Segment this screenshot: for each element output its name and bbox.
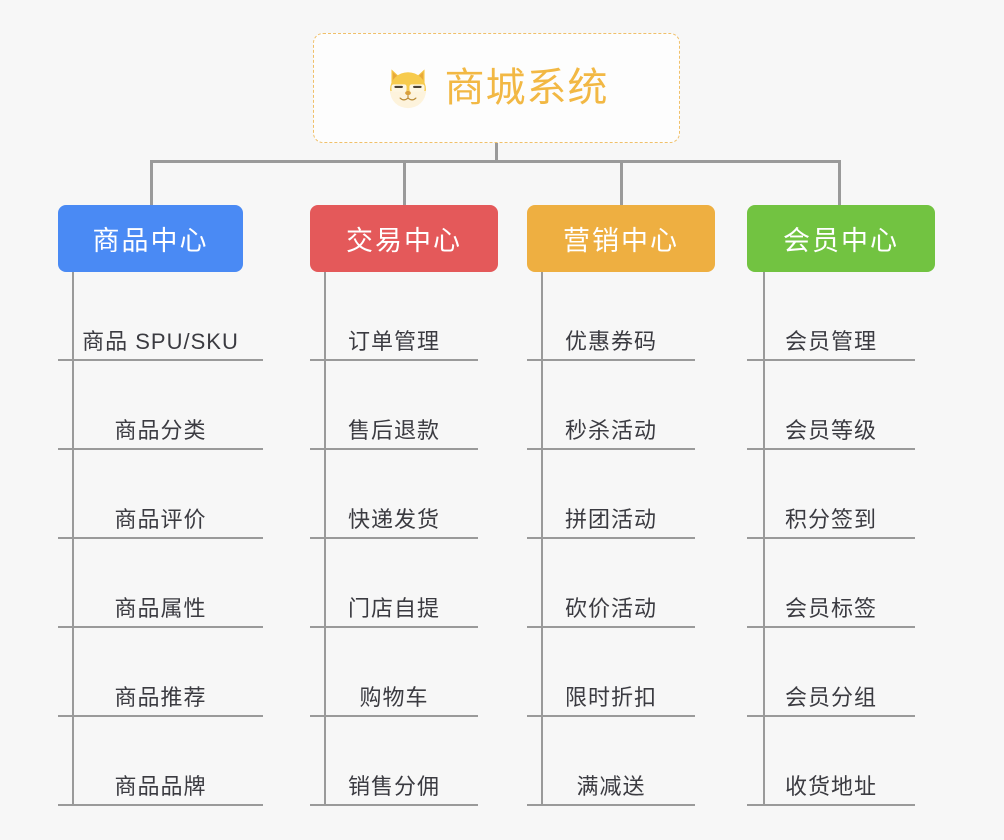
leaf-label: 会员标签	[784, 595, 877, 621]
leaf-item[interactable]: 门店自提	[310, 539, 478, 628]
leaf-item[interactable]: 商品品牌	[58, 717, 263, 806]
leaf-item[interactable]: 会员等级	[747, 361, 915, 450]
leaf-label: 会员分组	[784, 684, 877, 710]
leaf-label: 秒杀活动	[564, 417, 657, 443]
leaf-item[interactable]: 商品分类	[58, 361, 263, 450]
leaf-label: 商品分类	[114, 417, 207, 443]
leaf-item[interactable]: 售后退款	[310, 361, 478, 450]
leaf-label: 限时折扣	[564, 684, 657, 710]
drop-connector-3	[620, 160, 623, 205]
drop-connector-4	[838, 160, 841, 205]
leaf-item[interactable]: 销售分佣	[310, 717, 478, 806]
drop-connector-1	[150, 160, 153, 205]
leaf-label: 商品品牌	[114, 773, 207, 799]
leaf-item[interactable]: 会员分组	[747, 628, 915, 717]
branch-header-4[interactable]: 会员中心	[747, 205, 935, 272]
leaf-item[interactable]: 会员标签	[747, 539, 915, 628]
leaf-label: 收货地址	[784, 773, 877, 799]
branch-header-3[interactable]: 营销中心	[527, 205, 715, 272]
root-node[interactable]: 商城系统	[313, 33, 680, 143]
leaf-label: 拼团活动	[564, 506, 657, 532]
leaf-item[interactable]: 秒杀活动	[527, 361, 695, 450]
branch-header-label: 交易中心	[346, 226, 462, 256]
leaf-item[interactable]: 收货地址	[747, 717, 915, 806]
branch-stem-1	[72, 272, 74, 806]
leaf-item[interactable]: 优惠券码	[527, 272, 695, 361]
leaf-item[interactable]: 购物车	[310, 628, 478, 717]
leaf-label: 满减送	[576, 773, 646, 799]
shiba-dog-face-icon	[389, 69, 426, 109]
branch-header-1[interactable]: 商品中心	[58, 205, 243, 272]
leaf-item[interactable]: 限时折扣	[527, 628, 695, 717]
drop-connector-2	[403, 160, 406, 205]
leaf-item[interactable]: 会员管理	[747, 272, 915, 361]
leaf-label: 积分签到	[784, 506, 877, 532]
leaf-label: 订单管理	[347, 328, 440, 354]
branch-header-label: 商品中心	[92, 226, 209, 256]
leaf-label: 销售分佣	[347, 773, 440, 799]
leaf-label: 商品推荐	[114, 684, 207, 710]
leaf-list-2: 订单管理 售后退款 快递发货 门店自提 购物车 销售分佣	[310, 272, 478, 806]
leaf-item[interactable]: 满减送	[527, 717, 695, 806]
root-title: 商城系统	[444, 66, 609, 110]
branch-header-2[interactable]: 交易中心	[310, 205, 498, 272]
leaf-label: 商品属性	[114, 595, 207, 621]
leaf-item[interactable]: 砍价活动	[527, 539, 695, 628]
leaf-label: 会员等级	[784, 417, 877, 443]
leaf-label: 售后退款	[347, 417, 440, 443]
leaf-label: 会员管理	[784, 328, 877, 354]
branch-stem-4	[763, 272, 765, 806]
leaf-item[interactable]: 积分签到	[747, 450, 915, 539]
leaf-list-3: 优惠券码 秒杀活动 拼团活动 砍价活动 限时折扣 满减送	[527, 272, 695, 806]
leaf-item[interactable]: 订单管理	[310, 272, 478, 361]
leaf-label: 砍价活动	[564, 595, 657, 621]
leaf-item[interactable]: 商品 SPU/SKU	[58, 272, 263, 361]
leaf-label: 优惠券码	[564, 328, 657, 354]
leaf-list-4: 会员管理 会员等级 积分签到 会员标签 会员分组 收货地址	[747, 272, 915, 806]
horizontal-bus-connector	[150, 160, 840, 163]
leaf-item[interactable]: 商品属性	[58, 539, 263, 628]
leaf-label: 购物车	[359, 684, 429, 710]
leaf-item[interactable]: 商品评价	[58, 450, 263, 539]
leaf-label: 商品 SPU/SKU	[82, 328, 239, 354]
branch-stem-2	[324, 272, 326, 806]
leaf-label: 快递发货	[347, 506, 440, 532]
branch-header-label: 营销中心	[563, 226, 679, 256]
root-stem-connector	[495, 143, 498, 162]
branch-header-label: 会员中心	[783, 226, 899, 256]
leaf-list-1: 商品 SPU/SKU 商品分类 商品评价 商品属性 商品推荐 商品品牌	[58, 272, 263, 806]
branch-stem-3	[541, 272, 543, 806]
leaf-item[interactable]: 拼团活动	[527, 450, 695, 539]
leaf-label: 门店自提	[347, 595, 440, 621]
leaf-label: 商品评价	[114, 506, 207, 532]
leaf-item[interactable]: 商品推荐	[58, 628, 263, 717]
leaf-item[interactable]: 快递发货	[310, 450, 478, 539]
